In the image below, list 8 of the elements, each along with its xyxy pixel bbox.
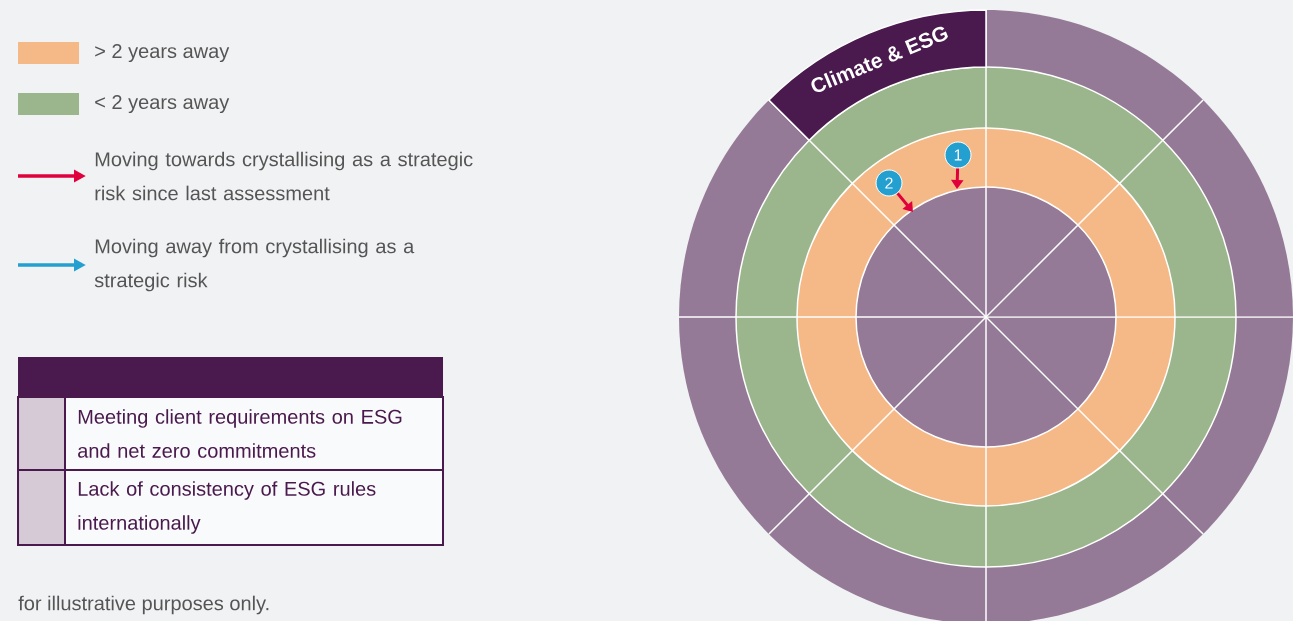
- table-row: Lack of consistency of ESG rules internationally: [17, 469, 444, 546]
- arrow: [896, 192, 913, 212]
- legend-text: Moving away from crystallising as a strategic risk: [94, 238, 415, 292]
- table-row: Meeting client requirements on ESG and net zero commitments: [17, 396, 444, 471]
- legend-text: Moving towards crystallising as a strategic risk since last assessment: [95, 151, 473, 201]
- legend-text: > 2 years away: [95, 43, 230, 63]
- legend-text: < 2 years away: [95, 94, 230, 114]
- note-text: for illustrative purposes only.: [18, 595, 269, 615]
